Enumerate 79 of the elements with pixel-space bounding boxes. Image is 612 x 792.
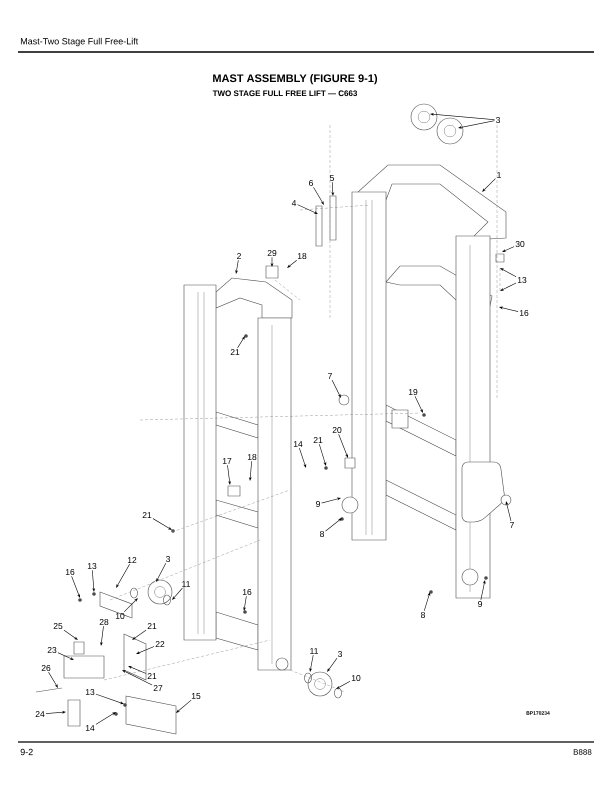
callout-number: 13 bbox=[88, 563, 96, 569]
document-code: B888 bbox=[574, 749, 592, 755]
callout-number: 9 bbox=[316, 501, 320, 507]
callout-number: 18 bbox=[298, 253, 306, 259]
leader-line bbox=[132, 630, 146, 640]
callout-number: 13 bbox=[86, 689, 94, 695]
leader-line bbox=[500, 282, 516, 291]
leader-line bbox=[96, 712, 116, 725]
leader-line bbox=[128, 666, 146, 674]
callout-number: 8 bbox=[320, 531, 324, 537]
leader-line bbox=[48, 672, 58, 688]
callout-number: 3 bbox=[166, 556, 170, 562]
callout-number: 18 bbox=[248, 454, 256, 460]
leader-line bbox=[336, 680, 350, 689]
leader-line bbox=[64, 630, 78, 640]
leader-line bbox=[297, 204, 318, 214]
callout-number: 16 bbox=[520, 310, 528, 316]
callout-number: 21 bbox=[148, 623, 156, 629]
leader-line bbox=[136, 646, 154, 654]
callout-number: 16 bbox=[66, 569, 74, 575]
callout-number: 5 bbox=[330, 175, 334, 181]
leader-line bbox=[500, 268, 516, 278]
callout-number: 20 bbox=[332, 427, 342, 433]
figure-subtitle: TWO STAGE FULL FREE LIFT — C663 bbox=[212, 90, 358, 96]
leader-line bbox=[287, 260, 298, 268]
page-number: 9-2 bbox=[20, 748, 33, 756]
callout-number: 7 bbox=[328, 373, 332, 379]
callout-number: 16 bbox=[242, 589, 252, 595]
callout-number: 22 bbox=[156, 641, 164, 647]
callout-number: 25 bbox=[54, 623, 62, 629]
callout-number: 14 bbox=[86, 725, 94, 731]
callout-number: 6 bbox=[309, 180, 313, 186]
leader-line bbox=[58, 652, 74, 660]
leader-line bbox=[237, 336, 245, 348]
leader-line bbox=[313, 186, 324, 205]
callout-number: 29 bbox=[268, 250, 276, 256]
callout-number: 27 bbox=[154, 685, 162, 691]
callout-number: 14 bbox=[294, 441, 302, 447]
callout-number: 21 bbox=[148, 673, 156, 679]
callout-number: 8 bbox=[421, 612, 425, 618]
leader-line bbox=[152, 518, 172, 530]
callout-number: 19 bbox=[408, 389, 418, 395]
callout-number: 13 bbox=[518, 277, 526, 283]
leader-line bbox=[482, 178, 496, 192]
callout-number: 23 bbox=[48, 647, 56, 653]
leader-line bbox=[327, 658, 338, 672]
callout-number: 1 bbox=[497, 172, 501, 178]
callout-number: 24 bbox=[36, 711, 44, 717]
callout-number: 15 bbox=[192, 693, 200, 699]
figure-title: MAST ASSEMBLY (FIGURE 9-1) bbox=[213, 74, 378, 84]
callout-number: 3 bbox=[338, 651, 342, 657]
callout-number: 11 bbox=[182, 581, 190, 587]
leader-line bbox=[124, 598, 138, 612]
callout-number: 17 bbox=[222, 458, 232, 464]
callout-number: 9 bbox=[478, 601, 482, 607]
leader-line bbox=[156, 562, 166, 582]
callout-number: 7 bbox=[510, 522, 514, 528]
callout-number: 21 bbox=[230, 349, 240, 355]
leader-line bbox=[116, 564, 130, 588]
callout-number: 12 bbox=[128, 557, 136, 563]
callout-number: 10 bbox=[116, 613, 124, 619]
callout-number: 30 bbox=[516, 241, 524, 247]
leader-line bbox=[332, 380, 341, 398]
callout-number: 2 bbox=[237, 253, 241, 259]
callout-number: 10 bbox=[352, 675, 360, 681]
page-header: Mast-Two Stage Full Free-Lift bbox=[20, 38, 138, 46]
callout-number: 21 bbox=[314, 437, 322, 443]
callout-number: 4 bbox=[292, 200, 296, 206]
leader-line bbox=[414, 396, 423, 413]
leader-line bbox=[122, 670, 152, 686]
callout-number: 28 bbox=[100, 619, 108, 625]
callout-number: 3 bbox=[496, 117, 500, 123]
leader-line bbox=[325, 518, 342, 532]
leader-line bbox=[502, 246, 514, 252]
callout-number: 21 bbox=[142, 512, 152, 518]
leader-line bbox=[172, 588, 183, 600]
callout-number: 11 bbox=[310, 648, 318, 654]
callout-number: 26 bbox=[42, 665, 50, 671]
leader-line bbox=[176, 700, 192, 713]
